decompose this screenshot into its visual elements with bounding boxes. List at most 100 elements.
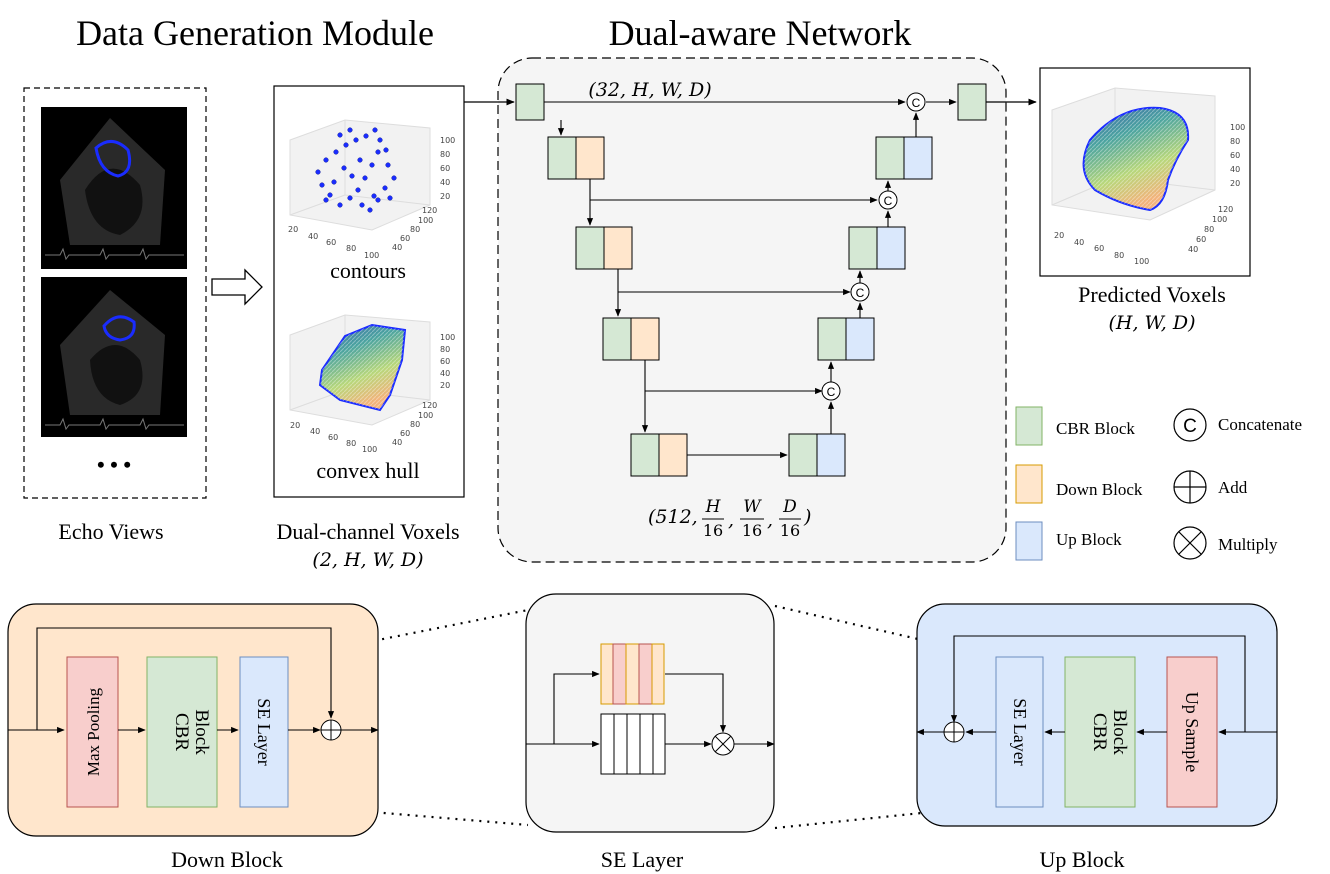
dual-channel-voxels-caption: Dual-channel Voxels (276, 519, 459, 544)
svg-text:100: 100 (1230, 123, 1245, 132)
svg-text:100: 100 (440, 136, 455, 145)
multiply-icon (1173, 526, 1207, 560)
svg-text:40: 40 (310, 427, 320, 436)
svg-text:80: 80 (346, 244, 356, 253)
output-cbr-block (957, 83, 987, 121)
svg-text:W: W (743, 497, 762, 517)
svg-text:SE Layer: SE Layer (1010, 698, 1030, 765)
up-add-node (943, 721, 965, 743)
svg-text:80: 80 (410, 225, 420, 234)
decoder-block-2 (848, 226, 906, 270)
svg-text:20: 20 (440, 192, 450, 201)
concat-node-3: C (821, 381, 841, 401)
bottleneck-shape-label: (512, H 16 , W 16 , D 16 ) (648, 497, 811, 540)
svg-text:40: 40 (308, 232, 318, 241)
svg-text:60: 60 (326, 238, 336, 247)
echo-ellipsis: • • • (97, 452, 131, 477)
svg-text:C: C (827, 385, 836, 399)
svg-text:80: 80 (440, 345, 450, 354)
max-pooling-block: Max Pooling (66, 656, 119, 808)
svg-text:,: , (767, 509, 773, 531)
svg-text:16: 16 (742, 521, 762, 540)
echo-image-1 (41, 107, 187, 269)
encoder-block-2 (575, 226, 633, 270)
legend: CBR Block Down Block Up Block C Concaten… (1015, 406, 1302, 561)
dual-aware-network-title: Dual-aware Network (609, 13, 912, 53)
svg-text:80: 80 (440, 150, 450, 159)
legend-multiply-label: Multiply (1218, 535, 1278, 554)
legend-add-label: Add (1218, 478, 1248, 497)
svg-text:C: C (856, 286, 865, 300)
svg-text:40: 40 (440, 178, 450, 187)
svg-text:60: 60 (440, 164, 450, 173)
up-sample-block: Up Sample (1166, 656, 1218, 808)
svg-text:20: 20 (1230, 179, 1240, 188)
legend-down-label: Down Block (1056, 480, 1143, 499)
svg-text:60: 60 (400, 429, 410, 438)
legend-up-swatch (1015, 521, 1043, 561)
down-add-node (320, 719, 342, 741)
svg-text:(512,: (512, (648, 506, 698, 528)
svg-text:,: , (728, 509, 734, 531)
svg-text:20: 20 (290, 421, 300, 430)
input-cbr-block (515, 83, 545, 121)
se-feature-map (600, 713, 666, 775)
se-multiply-node (711, 732, 735, 756)
encoder-block-3 (602, 317, 660, 361)
se-layer-detail-panel (525, 593, 775, 833)
predicted-voxels-shape: (H, W, D) (1109, 312, 1196, 334)
network-panel (497, 57, 1007, 563)
svg-text:120: 120 (422, 401, 437, 410)
predicted-voxels-plot: 100 80 60 40 20 20 40 60 80 100 120 100 … (1051, 87, 1245, 266)
generation-arrow-icon (211, 268, 263, 306)
convex-hull-label: convex hull (316, 458, 419, 483)
svg-text:20: 20 (288, 225, 298, 234)
legend-up-label: Up Block (1056, 530, 1122, 549)
add-icon (1173, 470, 1207, 504)
svg-text:120: 120 (1218, 205, 1233, 214)
decoder-block-4 (788, 433, 846, 477)
svg-text:100: 100 (1134, 257, 1149, 266)
legend-down-swatch (1015, 464, 1043, 504)
svg-text:100: 100 (418, 411, 433, 420)
up-block-caption: Up Block (1040, 847, 1125, 872)
svg-text:60: 60 (1196, 235, 1206, 244)
svg-text:D: D (782, 497, 797, 517)
svg-text:80: 80 (1204, 225, 1214, 234)
svg-text:Max Pooling: Max Pooling (84, 687, 103, 776)
dual-channel-voxels-shape: (2, H, W, D) (312, 549, 423, 571)
svg-text:20: 20 (1054, 231, 1064, 240)
encoder-block-4 (630, 433, 688, 477)
concat-node-2: C (850, 282, 870, 302)
svg-text:80: 80 (1230, 137, 1240, 146)
svg-text:100: 100 (418, 216, 433, 225)
svg-text:80: 80 (1114, 251, 1124, 260)
up-cbr-block: CBR Block (1064, 656, 1136, 808)
top-shape-label: (32, H, W, D) (588, 79, 711, 101)
svg-text:100: 100 (364, 251, 379, 260)
svg-text:60: 60 (440, 357, 450, 366)
svg-text:Block: Block (1109, 709, 1130, 755)
svg-text:Block: Block (191, 709, 212, 755)
svg-text:80: 80 (410, 420, 420, 429)
svg-text:16: 16 (703, 521, 723, 540)
svg-text:SE Layer: SE Layer (254, 698, 274, 765)
encoder-block-1 (547, 136, 605, 180)
echo-views-panel: • • • (23, 87, 207, 499)
down-cbr-block: CBR Block (146, 656, 218, 808)
svg-text:C: C (1183, 416, 1197, 437)
svg-text:CBR: CBR (1089, 713, 1110, 751)
decoder-block-3 (817, 317, 875, 361)
svg-text:60: 60 (1094, 244, 1104, 253)
svg-text:100: 100 (440, 333, 455, 342)
se-layer-caption: SE Layer (601, 847, 684, 872)
svg-text:40: 40 (1230, 165, 1240, 174)
svg-text:40: 40 (440, 369, 450, 378)
echo-views-label: Echo Views (58, 519, 163, 544)
svg-text:20: 20 (440, 381, 450, 390)
svg-text:C: C (884, 194, 893, 208)
svg-text:60: 60 (400, 234, 410, 243)
contours-label: contours (330, 258, 406, 283)
down-block-caption: Down Block (171, 847, 283, 872)
